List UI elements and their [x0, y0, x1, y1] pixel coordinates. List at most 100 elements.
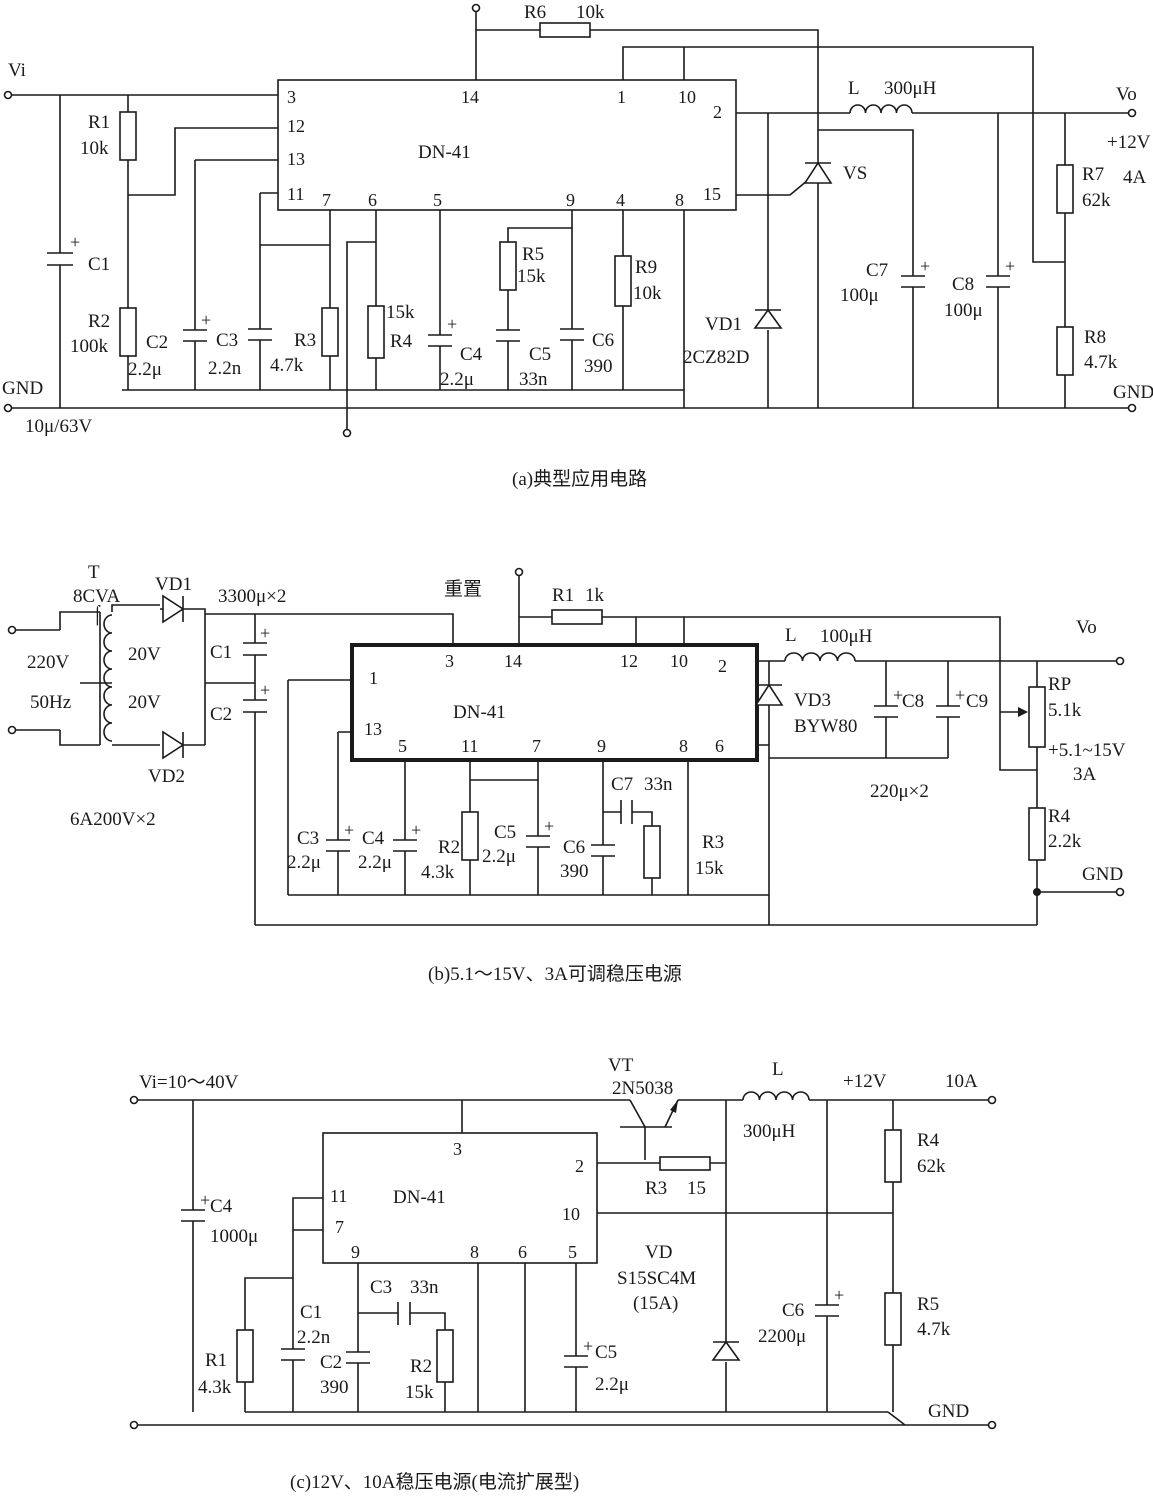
a-iout-label: 4A [1123, 167, 1147, 188]
a-pin-15: 15 [703, 184, 721, 204]
b-r2-wire [469, 760, 539, 895]
b-reset-terminal[interactable] [514, 567, 524, 577]
svg-text:+: + [70, 232, 80, 252]
a-r8-label: R8 [1084, 327, 1106, 348]
c-r2-label: R2 [410, 1356, 432, 1377]
b-pin-11: 11 [461, 736, 478, 756]
svg-text:+: + [1005, 256, 1015, 276]
b-rp[interactable] [1028, 686, 1046, 748]
a-r4-label: R4 [390, 331, 413, 352]
a-c3 [248, 192, 278, 390]
a-pin6-terminal[interactable] [342, 428, 352, 438]
b-gnd-terminal[interactable] [1115, 887, 1125, 897]
a-pin-10: 10 [678, 87, 696, 107]
a-c4 [428, 210, 452, 390]
c-c5-value: 2.2μ [595, 1374, 629, 1395]
b-vd1-label: VD1 [155, 574, 192, 595]
b-pin-12: 12 [620, 651, 638, 671]
c-vo-terminal[interactable] [987, 1095, 997, 1105]
b-r2 [461, 811, 479, 861]
c-vt-legs [629, 1099, 679, 1128]
a-r3 [321, 307, 339, 357]
c-gnd-terminal-right[interactable] [987, 1420, 997, 1430]
c-vi-label: Vi=10～40V [139, 1072, 239, 1093]
svg-text:+: + [447, 314, 457, 334]
a-pin-9: 9 [566, 190, 575, 210]
c-gnd-terminal-left[interactable] [129, 1420, 139, 1430]
c-pin-8: 8 [470, 1242, 479, 1262]
b-r1-wire [518, 575, 1037, 771]
c-c1 [281, 1278, 305, 1412]
a-vo-terminal[interactable] [1127, 108, 1137, 118]
b-range-label: +5.1~15V [1048, 740, 1126, 761]
a-r7-value: 62k [1082, 190, 1111, 211]
b-c9-label: C9 [966, 691, 988, 712]
b-l-label: L [785, 625, 797, 646]
b-vd3-label: VD3 [794, 690, 831, 711]
c-r3-value: 15 [687, 1178, 706, 1199]
a-caption: (a)典型应用电路 [512, 468, 647, 490]
b-c6 [591, 760, 615, 895]
b-primary-wire [14, 611, 100, 746]
circuit-a: DN-41 3 14 1 10 2 12 13 11 15 7 6 5 9 4 … [2, 2, 1153, 490]
a-reset-terminal[interactable] [471, 3, 481, 13]
b-rp-label: RP [1048, 674, 1071, 695]
c-l-value: 300μH [743, 1121, 796, 1142]
a-r6-value: 10k [576, 2, 605, 23]
svg-text:+: + [920, 256, 930, 276]
b-gnd-label: GND [1082, 864, 1123, 885]
b-pin-3: 3 [445, 651, 454, 671]
a-r2 [119, 307, 137, 357]
a-gnd-terminal-right[interactable] [1127, 403, 1137, 413]
c-vi-terminal[interactable] [129, 1095, 139, 1105]
a-c6-value: 390 [584, 356, 613, 377]
a-pin-11: 11 [287, 184, 304, 204]
a-r9 [614, 255, 632, 307]
a-gnd-label-right: GND [1113, 382, 1153, 403]
c-c5-label: C5 [595, 1342, 617, 1363]
a-vd1-label: VD1 [705, 314, 742, 335]
a-r6-wire [475, 10, 819, 140]
b-c8 [874, 661, 898, 758]
b-vo-terminal[interactable] [1115, 656, 1125, 666]
a-vout-label: +12V [1107, 132, 1151, 153]
c-c2 [346, 1263, 370, 1412]
circuit-c: DN-41 3 2 11 7 10 9 8 6 5 Vi=10～40V + C4… [129, 1055, 997, 1493]
b-pin-6: 6 [715, 736, 724, 756]
b-cur-label: 3A [1073, 764, 1097, 785]
b-cap12-label: 3300μ×2 [218, 586, 286, 607]
c-r3 [659, 1156, 711, 1171]
a-vi-terminal[interactable] [3, 90, 13, 100]
b-r-c7 [643, 825, 661, 879]
c-r3-label: R3 [645, 1178, 667, 1199]
c-pin-3: 3 [453, 1139, 462, 1159]
c-r5-label: R5 [917, 1294, 939, 1315]
c-vd-value: S15SC4M [617, 1268, 696, 1289]
b-pin6-wire [757, 744, 948, 759]
a-r3-value: 4.7k [270, 355, 304, 376]
a-c4-label: C4 [460, 344, 483, 365]
b-r3-label: R3 [702, 832, 724, 853]
c-r2-value: 15k [405, 1382, 434, 1403]
a-gnd-terminal-left[interactable] [3, 403, 13, 413]
b-r2-value: 4.3k [421, 862, 455, 883]
svg-text:+: + [411, 820, 421, 840]
a-pin-1: 1 [617, 87, 626, 107]
a-r2-value: 100k [70, 336, 109, 357]
b-reset-label: 重置 [444, 578, 482, 600]
a-vi-label: Vi [8, 60, 26, 81]
a-ic-dn41 [277, 79, 737, 211]
c-iout-label: 10A [945, 1071, 978, 1092]
a-r9-label: R9 [635, 257, 657, 278]
b-c5 [526, 780, 550, 895]
c-vd-label: VD [645, 1242, 672, 1263]
b-ac-terminal-2[interactable] [7, 725, 17, 735]
svg-text:+: + [344, 820, 354, 840]
b-tva-label: 8CVA [73, 586, 120, 607]
b-s1-label: 20V [128, 644, 161, 665]
a-r1-label: R1 [88, 112, 110, 133]
b-ac-terminal-1[interactable] [7, 625, 17, 635]
a-fb-wire [622, 46, 1065, 263]
b-rp-value: 5.1k [1048, 700, 1082, 721]
